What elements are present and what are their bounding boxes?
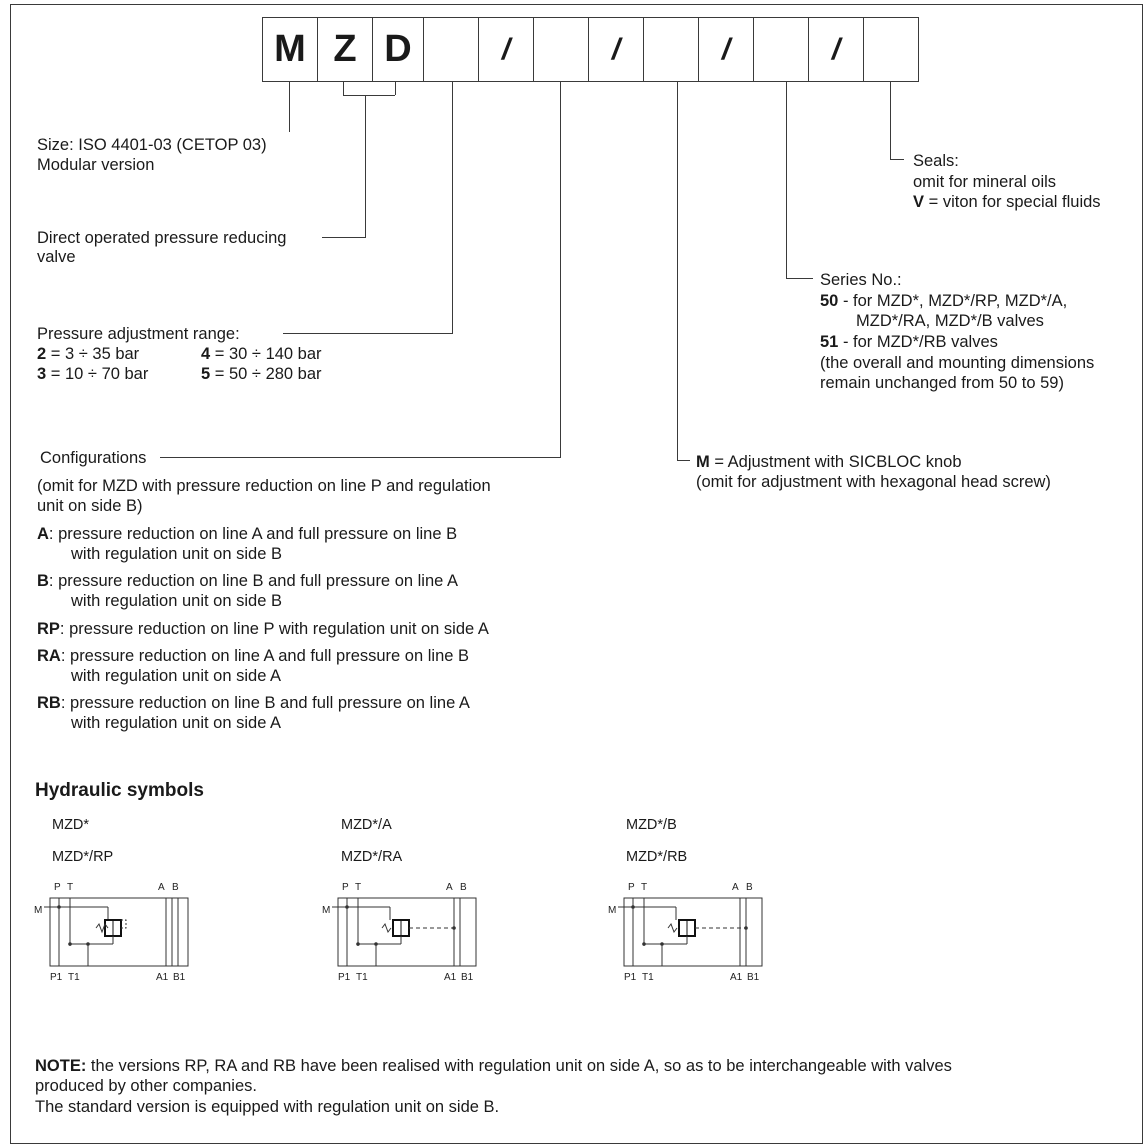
symbol-label-mzd-b: MZD*/B (626, 817, 677, 833)
svg-text:P: P (342, 882, 349, 893)
pressure-range-5: 5 = 50 ÷ 280 bar (201, 365, 322, 383)
symbol-label-mzd-a: MZD*/A (341, 817, 392, 833)
svg-text:B: B (460, 882, 467, 893)
series-note-2: remain unchanged from 50 to 59) (820, 374, 1064, 392)
svg-text:B1: B1 (747, 972, 760, 983)
hydraulic-symbol-mzd: P T A B M P1 T1 A1 B1 (34, 882, 189, 983)
svg-text:T1: T1 (356, 972, 368, 983)
svg-text:T: T (67, 882, 73, 893)
note-line-2: produced by other companies. (35, 1077, 257, 1095)
hydraulic-heading: Hydraulic symbols (35, 780, 204, 801)
svg-text:A: A (446, 882, 453, 893)
code-box-slash-2: / (588, 17, 644, 82)
config-ra: RA: pressure reduction on line A and ful… (37, 647, 470, 665)
svg-text:P1: P1 (50, 972, 63, 983)
svg-text:T1: T1 (68, 972, 80, 983)
svg-text:M: M (608, 905, 616, 916)
svg-text:P1: P1 (624, 972, 637, 983)
configurations-omit-2: unit on side B) (37, 497, 143, 515)
seals-line-2: V = viton for special fluids (913, 193, 1101, 211)
code-box-z: Z (317, 17, 373, 82)
code-box-d: D (372, 17, 424, 82)
svg-text:P: P (54, 882, 61, 893)
code-box-m: M (262, 17, 318, 82)
pressure-range-4: 4 = 30 ÷ 140 bar (201, 345, 322, 363)
svg-text:M: M (34, 905, 42, 916)
svg-text:P: P (628, 882, 635, 893)
svg-text:M: M (322, 905, 330, 916)
svg-text:A: A (158, 882, 165, 893)
configurations-title: Configurations (40, 449, 147, 467)
code-box-slash-1: / (478, 17, 534, 82)
config-rp: RP: pressure reduction on line P with re… (37, 620, 489, 638)
code-box-seals (863, 17, 919, 82)
code-box-series (753, 17, 809, 82)
configurations-omit-1: (omit for MZD with pressure reduction on… (37, 477, 491, 495)
config-b: B: pressure reduction on line B and full… (37, 572, 458, 590)
config-rb: RB: pressure reduction on line B and ful… (37, 694, 470, 712)
hydraulic-symbol-mzd-b: P T A B M P1 T1 A1 B1 (608, 882, 763, 983)
note-line-3: The standard version is equipped with re… (35, 1098, 500, 1116)
svg-text:B: B (172, 882, 179, 893)
hydraulic-symbol-mzd-a: P T A B M P1 T1 A1 B1 (322, 882, 477, 983)
symbol-label-mzd: MZD* (52, 817, 90, 833)
series-note-1: (the overall and mounting dimensions (820, 354, 1095, 372)
code-box-configuration (533, 17, 589, 82)
svg-text:A1: A1 (156, 972, 169, 983)
seals-title: Seals: (913, 152, 959, 170)
code-box-slash-3: / (698, 17, 754, 82)
symbol-label-mzd-rp: MZD*/RP (52, 849, 114, 865)
svg-text:P1: P1 (338, 972, 351, 983)
adjustment-line-1: M = Adjustment with SICBLOC knob (696, 453, 962, 471)
svg-text:B1: B1 (461, 972, 474, 983)
svg-text:A: A (732, 882, 739, 893)
adjustment-line-2: (omit for adjustment with hexagonal head… (696, 473, 1051, 491)
valve-type-line-2: valve (37, 248, 76, 266)
code-box-slash-4: / (808, 17, 864, 82)
symbol-label-mzd-rb: MZD*/RB (626, 849, 688, 865)
symbol-label-mzd-ra: MZD*/RA (341, 849, 403, 865)
size-line-1: Size: ISO 4401-03 (CETOP 03) (37, 136, 267, 154)
seals-line-1: omit for mineral oils (913, 173, 1057, 191)
series-50-line-2: MZD*/RA, MZD*/B valves (856, 312, 1044, 330)
series-50: 50 - for MZD*, MZD*/RP, MZD*/A, (820, 292, 1068, 310)
config-b-line-2: with regulation unit on side B (71, 592, 282, 610)
config-a-line-2: with regulation unit on side B (71, 545, 282, 563)
size-line-2: Modular version (37, 156, 155, 174)
svg-text:B: B (746, 882, 753, 893)
config-rb-line-2: with regulation unit on side A (71, 714, 282, 732)
svg-text:T1: T1 (642, 972, 654, 983)
config-ra-line-2: with regulation unit on side A (71, 667, 282, 685)
code-box-adjustment (643, 17, 699, 82)
pressure-title: Pressure adjustment range: (37, 325, 240, 343)
svg-text:T: T (641, 882, 647, 893)
pressure-range-2: 2 = 3 ÷ 35 bar (37, 345, 140, 363)
code-box-pressure (423, 17, 479, 82)
note-line-1: NOTE: the versions RP, RA and RB have be… (35, 1057, 952, 1075)
config-a: A: pressure reduction on line A and full… (37, 525, 458, 543)
svg-text:B1: B1 (173, 972, 186, 983)
valve-type-line-1: Direct operated pressure reducing (37, 229, 287, 247)
svg-text:A1: A1 (730, 972, 743, 983)
series-title: Series No.: (820, 271, 902, 289)
pressure-range-3: 3 = 10 ÷ 70 bar (37, 365, 149, 383)
series-51: 51 - for MZD*/RB valves (820, 333, 998, 351)
svg-text:A1: A1 (444, 972, 457, 983)
svg-text:T: T (355, 882, 361, 893)
